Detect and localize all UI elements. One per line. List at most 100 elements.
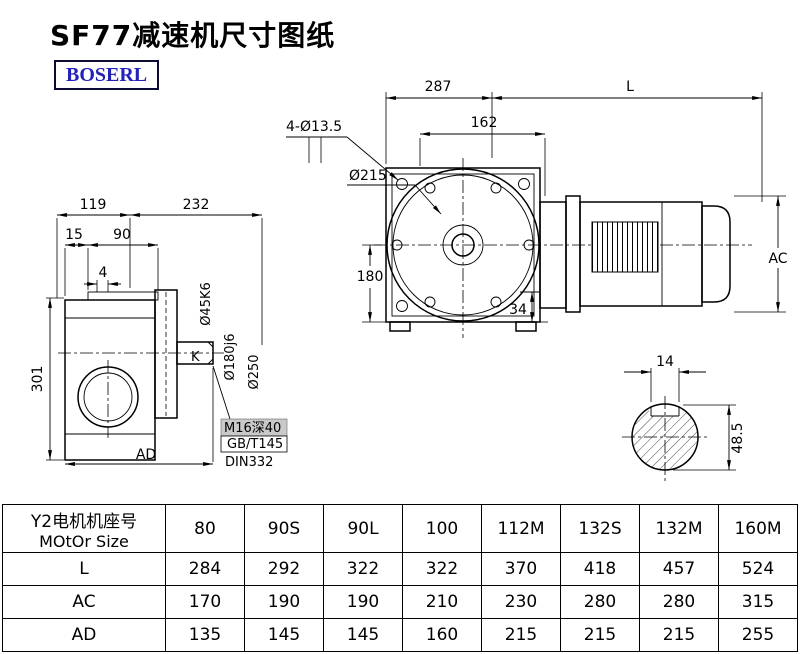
cell-L-132m: 457 — [639, 552, 719, 586]
dim-119: 119 — [56, 197, 131, 298]
dia-spigot-label: Ø180j6 — [223, 334, 238, 381]
corner-hole — [396, 300, 408, 312]
dim-holes: 4-Ø13.5 — [286, 119, 399, 181]
size-col-132m: 132M — [639, 504, 719, 553]
note-std-label: GB/T145 — [227, 437, 283, 452]
dim-180: 180 — [357, 244, 388, 323]
dim-90-label: 90 — [113, 227, 131, 243]
motor-size-header-en: MOtOr Size — [39, 531, 129, 551]
dim-287-label: 287 — [425, 79, 452, 95]
cell-L-80: 284 — [165, 552, 245, 586]
cell-AC-160m: 315 — [718, 585, 798, 619]
dim-48-5-label: 48.5 — [730, 422, 746, 453]
gearbox-side-view — [58, 289, 224, 461]
cell-L-90l: 322 — [323, 552, 403, 586]
dim-162: 162 — [419, 115, 546, 196]
side-top-boss — [87, 291, 159, 301]
dim-34-label: 34 — [509, 302, 527, 318]
size-col-80: 80 — [165, 504, 245, 553]
dim-180-label: 180 — [357, 269, 384, 285]
dia-shaft-label: Ø45K6 — [199, 282, 214, 326]
side-housing — [64, 299, 156, 461]
dim-l-label: L — [626, 79, 634, 95]
motor — [539, 195, 731, 313]
shaft-end-notes: M16深40 GB/T145 DIN332 — [212, 365, 288, 470]
housing-foot — [389, 321, 411, 332]
shaft-end-view — [622, 396, 710, 482]
size-col-160m: 160M — [718, 504, 798, 553]
dim-ac-label: AC — [768, 251, 787, 267]
dim-dia215-label: Ø215 — [349, 168, 387, 184]
note-leader-line — [212, 365, 231, 420]
dim-ad-label: AD — [136, 447, 156, 463]
motor-size-header-cn: Y2电机机座号 — [30, 511, 138, 532]
page-title: SF77减速机尺寸图纸 — [50, 19, 336, 52]
dim-l: L — [492, 79, 763, 202]
table-row-AD: AD 135 145 145 160 215 215 215 255 — [2, 618, 798, 652]
cell-AD-112m: 215 — [481, 618, 561, 652]
dim-162-label: 162 — [471, 115, 498, 131]
fan-cowl — [701, 205, 731, 303]
dia-flange-label: Ø250 — [247, 354, 262, 389]
size-col-132s: 132S — [560, 504, 640, 553]
dim-48-5: 48.5 — [673, 404, 746, 471]
corner-hole — [518, 178, 530, 190]
cell-L-112m: 370 — [481, 552, 561, 586]
motor-size-header-cell: Y2电机机座号 MOtOr Size — [2, 504, 166, 553]
dim-4: 4 — [84, 265, 121, 292]
row-label-AC: AC — [2, 585, 166, 619]
cell-AD-90l: 145 — [323, 618, 403, 652]
cell-AD-80: 135 — [165, 618, 245, 652]
motor-flange — [565, 195, 581, 313]
cell-AD-132s: 215 — [560, 618, 640, 652]
cell-L-100: 322 — [402, 552, 482, 586]
dim-90: 90 — [88, 227, 159, 290]
cell-L-132s: 418 — [560, 552, 640, 586]
bolt-hole — [490, 182, 502, 194]
dim-287: 287 — [385, 79, 493, 164]
cell-AD-132m: 215 — [639, 618, 719, 652]
size-col-100: 100 — [402, 504, 482, 553]
cell-AC-90l: 190 — [323, 585, 403, 619]
dimension-drawing: 119 232 15 90 4 301 — [30, 79, 788, 482]
bolt-hole — [490, 296, 502, 308]
dim-15-label: 15 — [65, 227, 83, 243]
cell-L-160m: 524 — [718, 552, 798, 586]
cell-AC-132m: 280 — [639, 585, 719, 619]
cell-AD-90s: 145 — [244, 618, 324, 652]
bolt-hole — [424, 296, 436, 308]
dim-232: 232 — [130, 197, 263, 345]
table-row-L: L 284 292 322 322 370 418 457 524 — [2, 552, 798, 586]
brand-logo: BOSERL — [54, 60, 160, 90]
dim-14: 14 — [624, 354, 706, 402]
table-row-AC: AC 170 190 190 210 230 280 280 315 — [2, 585, 798, 619]
coupling-bell — [539, 201, 567, 309]
housing-foot — [515, 321, 537, 332]
row-label-L: L — [2, 552, 166, 586]
dim-301: 301 — [30, 297, 64, 461]
dim-301-label: 301 — [30, 366, 46, 393]
dim-34: 34 — [509, 292, 548, 323]
dim-ac: AC — [734, 195, 788, 313]
keyway-view-label: K — [191, 350, 200, 365]
note-tap-label: M16深40 — [224, 421, 281, 436]
cell-AC-90s: 190 — [244, 585, 324, 619]
cell-AD-100: 160 — [402, 618, 482, 652]
motor-fins — [591, 221, 659, 273]
dim-14-label: 14 — [656, 354, 674, 370]
cell-AC-80: 170 — [165, 585, 245, 619]
cell-L-90s: 292 — [244, 552, 324, 586]
note-std-box — [220, 435, 288, 453]
cell-AD-160m: 255 — [718, 618, 798, 652]
cell-AC-100: 210 — [402, 585, 482, 619]
corner-hole — [396, 178, 408, 190]
cell-AC-132s: 280 — [560, 585, 640, 619]
dim-holes-label: 4-Ø13.5 — [286, 119, 342, 135]
table-header-row: Y2电机机座号 MOtOr Size 80 90S 90L 100 112M 1… — [2, 504, 798, 553]
dim-232-label: 232 — [183, 197, 210, 213]
dim-ad: AD — [65, 368, 214, 466]
dim-15: 15 — [64, 227, 89, 296]
dim-dia215: Ø215 — [347, 168, 442, 215]
note-din-label: DIN332 — [225, 455, 273, 470]
